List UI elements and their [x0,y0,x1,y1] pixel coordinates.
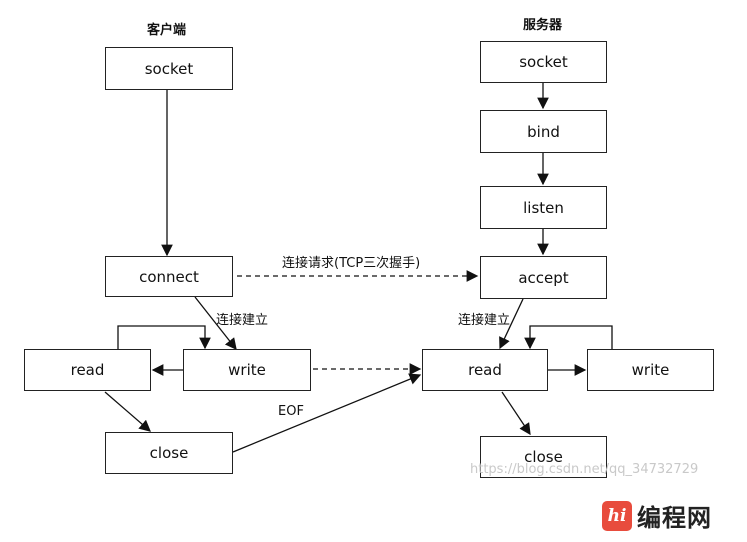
arrow-server-write-loop-read [524,325,613,350]
server-read-box: read [422,349,548,391]
server-close-box: close [480,436,607,478]
arrow-read-close [104,391,151,432]
arrow-connect-write [194,296,237,351]
site-logo: hi 编程网 [602,498,712,533]
client-title: 客户端 [147,23,187,38]
server-write-box: write [587,349,714,391]
server-listen-box: listen [480,186,607,229]
logo-text: 编程网 [637,504,712,532]
client-connect-box: connect [105,256,233,297]
arrow-read-loop-write [117,325,211,350]
client-established-label: 连接建立 [216,313,269,328]
eof-label: EOF [278,404,304,419]
client-write-box: write [183,349,311,391]
server-bind-box: bind [480,110,607,153]
logo-mark-icon: hi [602,500,632,531]
arrow-server-read-close [501,391,531,436]
arrow-eof [232,373,422,453]
server-title: 服务器 [523,18,563,33]
client-socket-box: socket [105,47,233,90]
watermark-url: https://blog.csdn.net/qq_34732729 [470,462,699,477]
server-socket-box: socket [480,41,607,83]
client-read-box: read [24,349,151,391]
server-accept-box: accept [480,256,607,299]
connect-request-label: 连接请求(TCP三次握手) [282,256,421,271]
server-established-label: 连接建立 [458,313,511,328]
client-close-box: close [105,432,233,474]
arrow-accept-read [499,298,524,350]
